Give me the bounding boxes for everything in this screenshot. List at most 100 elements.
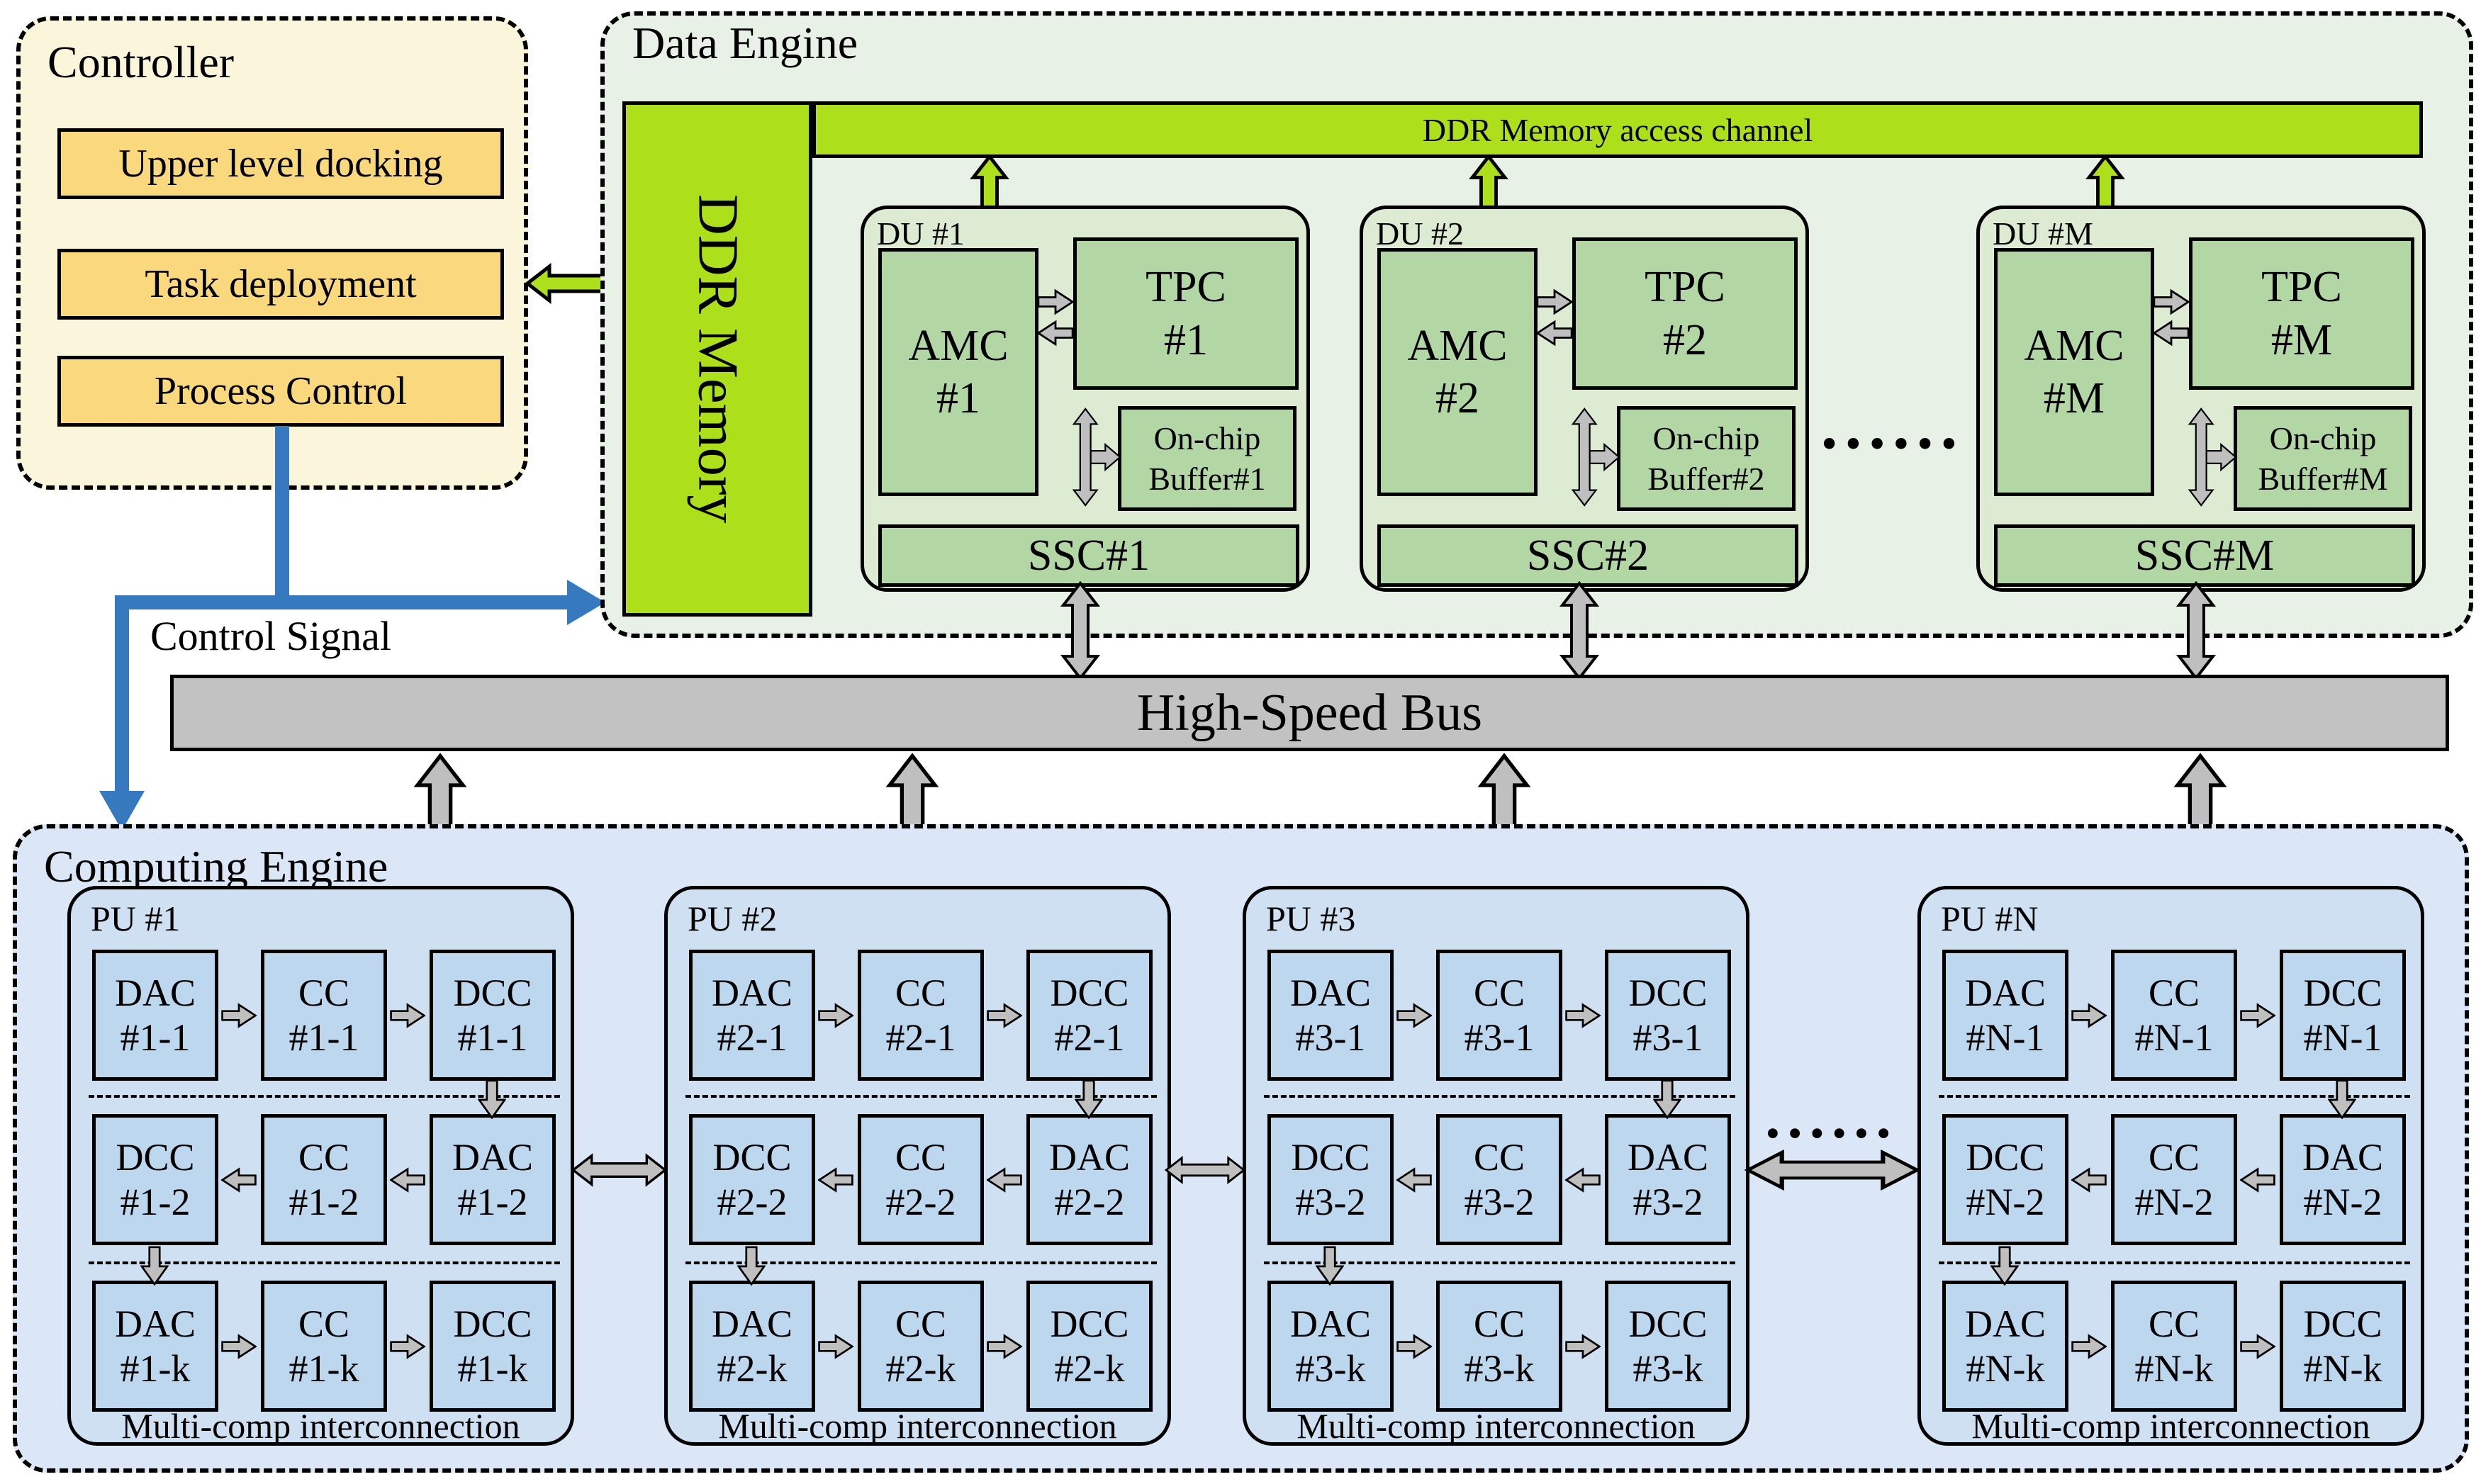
pu3-box: PU #3 DAC#3-1 CC#3-1 DCC#3-1 DCC#3-2 CC#…: [1243, 886, 1749, 1446]
pu2-dac-2: DAC#2-2: [1026, 1114, 1153, 1245]
puN-row2-arrow-1: [2069, 1167, 2109, 1193]
computing-engine-title: Computing Engine: [44, 841, 388, 892]
pu2-row1-arrow-1: [816, 1003, 856, 1028]
pu2-cc-k: CC#2-k: [858, 1281, 984, 1412]
pu3-divider-2: [1264, 1261, 1735, 1264]
duM-tpc-name: TPC: [2261, 263, 2342, 312]
process-control-box: Process Control: [57, 356, 504, 427]
du1-tpc-name: TPC: [1146, 263, 1226, 312]
du2-label: DU #2: [1376, 215, 1464, 252]
pu2-label: PU #2: [688, 899, 778, 938]
pu3-dcc-1: DCC#3-1: [1605, 950, 1731, 1081]
du1-buffer-line2: Buffer#1: [1148, 461, 1266, 497]
puN-caption: Multi-comp interconnection: [1971, 1406, 2370, 1446]
pu3-down-arrow-1: [1652, 1079, 1682, 1119]
puN-row3-arrow-1: [2069, 1334, 2109, 1359]
puN-cc-2: CC#N-2: [2111, 1114, 2237, 1245]
pu1-dac-k: DAC#1-k: [92, 1281, 218, 1412]
du2-ssc-box: SSC#2: [1377, 524, 1798, 587]
du1-onchip-buffer-box: On-chip Buffer#1: [1118, 406, 1296, 511]
pu2-row3-arrow-2: [985, 1334, 1024, 1359]
puN-dcc-1: DCC#N-1: [2280, 950, 2406, 1081]
controller-title: Controller: [47, 37, 235, 87]
controller-panel: Controller Upper level docking Task depl…: [16, 16, 528, 490]
du2-amc-box: AMC #2: [1377, 248, 1538, 496]
ssc2-bus-arrow: [1556, 581, 1603, 680]
du2-tpc-to-amc-arrow: [1536, 320, 1573, 347]
sscM-bus-arrow: [2173, 581, 2219, 680]
du1-tpc-box: TPC #1: [1073, 237, 1299, 390]
pu2-row3-arrow-1: [816, 1334, 856, 1359]
du2-tpc-num: #2: [1663, 315, 1707, 364]
pu1-down-arrow-2: [140, 1246, 169, 1286]
pu2-down-arrow-2: [737, 1246, 766, 1286]
du1-ssc-box: SSC#1: [878, 524, 1299, 587]
ddr-memory-box: DDR Memory: [622, 101, 812, 617]
pu2-divider-2: [685, 1261, 1157, 1264]
ddr-access-channel-label: DDR Memory access channel: [1422, 111, 1813, 148]
pu1-pu2-arrow: [571, 1148, 667, 1192]
duM-ssc-box: SSC#M: [1994, 524, 2415, 587]
du2-amc-num: #2: [1435, 374, 1479, 422]
puN-dac-1: DAC#N-1: [1942, 950, 2068, 1081]
duM-amc-box: AMC #M: [1994, 248, 2154, 496]
duM-box: DU #M AMC #M TPC #M On-chip Buffer#M SSC…: [1976, 206, 2426, 592]
process-control-label: Process Control: [154, 369, 408, 413]
pu1-divider-1: [89, 1095, 560, 1098]
pu2-row1-arrow-2: [985, 1003, 1024, 1028]
pu3-row3-arrow-2: [1563, 1334, 1603, 1359]
pu3-row1-arrow-2: [1563, 1003, 1603, 1028]
ddr-memory-label: DDR Memory: [686, 194, 749, 524]
pu1-dcc-1: DCC#1-1: [430, 950, 556, 1081]
duM-tpc-num: #M: [2270, 315, 2333, 364]
control-signal-label: Control Signal: [150, 613, 391, 659]
pu2-dac-k: DAC#2-k: [689, 1281, 815, 1412]
pu3-row2-arrow-1: [1394, 1167, 1434, 1193]
du1-amc-name: AMC: [908, 321, 1009, 370]
control-signal-line-horizontal: [115, 595, 570, 609]
du2-amc-name: AMC: [1407, 321, 1508, 370]
du2-box: DU #2 AMC #2 TPC #2 On-chip Buffer#2 SSC…: [1360, 206, 1809, 592]
pu2-dcc-k: DCC#2-k: [1026, 1281, 1153, 1412]
puN-row1-arrow-1: [2069, 1003, 2109, 1028]
task-deployment-box: Task deployment: [57, 249, 504, 320]
du2-tpc-box: TPC #2: [1572, 237, 1798, 390]
pu2-dac-1: DAC#2-1: [689, 950, 815, 1081]
du1-amc-to-tpc-arrow: [1037, 288, 1074, 315]
pu1-row1-arrow-2: [388, 1003, 427, 1028]
pu3-divider-1: [1264, 1095, 1735, 1098]
du1-tpc-num: #1: [1164, 315, 1208, 364]
pu1-row3-arrow-1: [219, 1334, 259, 1359]
puN-row1-arrow-2: [2238, 1003, 2278, 1028]
pu3-row1-arrow-1: [1394, 1003, 1434, 1028]
pu1-down-arrow-1: [477, 1079, 507, 1119]
du2-ssc-label: SSC#2: [1526, 531, 1650, 580]
du2-tpc-name: TPC: [1645, 263, 1725, 312]
pu1-caption: Multi-comp interconnection: [121, 1406, 520, 1446]
pu1-dcc-k: DCC#1-k: [430, 1281, 556, 1412]
pu2-divider-1: [685, 1095, 1157, 1098]
control-signal-arrowhead-to-data-engine: [567, 580, 605, 625]
pu1-row2-arrow-1: [219, 1167, 259, 1193]
duM-buffer-line1: On-chip: [2269, 420, 2377, 456]
puN-row2-arrow-2: [2238, 1167, 2278, 1193]
pu3-dac-2: DAC#3-2: [1605, 1114, 1731, 1245]
pu1-row3-arrow-2: [388, 1334, 427, 1359]
puN-divider-1: [1939, 1095, 2410, 1098]
control-signal-arrowhead-to-computing-engine: [99, 791, 145, 831]
pu3-label: PU #3: [1266, 899, 1356, 938]
upper-level-docking-box: Upper level docking: [57, 128, 504, 199]
pu3-cc-1: CC#3-1: [1436, 950, 1562, 1081]
pu3-dac-k: DAC#3-k: [1267, 1281, 1394, 1412]
pu3-dcc-k: DCC#3-k: [1605, 1281, 1731, 1412]
duM-tpc-ssc-buffer-arrow: [2185, 390, 2238, 524]
duM-ssc-label: SSC#M: [2134, 531, 2275, 580]
puN-dcc-2: DCC#N-2: [1942, 1114, 2068, 1245]
pu1-box: PU #1 DAC#1-1 CC#1-1 DCC#1-1 DCC#1-2 CC#…: [67, 886, 574, 1446]
pu3-cc-2: CC#3-2: [1436, 1114, 1562, 1245]
pu2-dcc-1: DCC#2-1: [1026, 950, 1153, 1081]
duM-label: DU #M: [1993, 215, 2093, 252]
pu2-cc-1: CC#2-1: [858, 950, 984, 1081]
pu2-down-arrow-1: [1074, 1079, 1104, 1119]
